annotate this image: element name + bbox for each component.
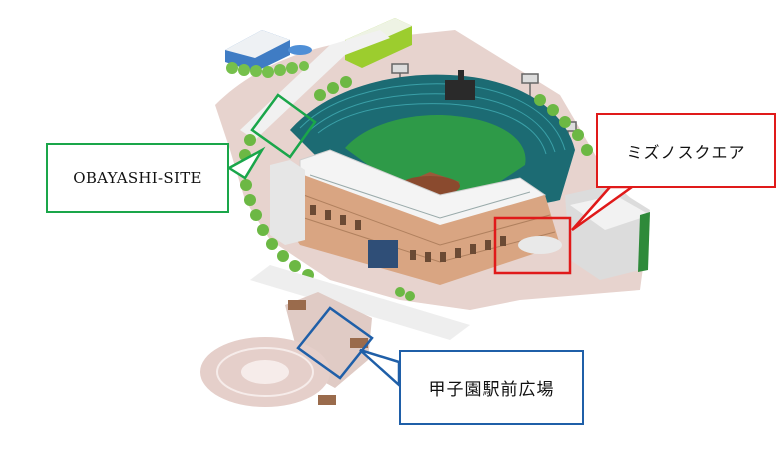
tree-row-top [226, 61, 309, 78]
obayashi-highlight [250, 93, 317, 159]
koshien-highlight [296, 306, 374, 380]
top-pond [288, 45, 312, 55]
stadium-facade [270, 170, 560, 285]
koshien-station-plaza-label: 甲子園駅前広場 [399, 350, 584, 425]
mizuno-square-label: ミズノスクエア [596, 113, 776, 188]
entrance-gate [368, 240, 398, 268]
mizuno-highlight [493, 216, 572, 275]
koshien-pointer [359, 348, 401, 388]
top-walkway [240, 30, 390, 140]
mizuno-plaza-circle [518, 236, 562, 254]
obayashi-pointer [226, 146, 266, 180]
station-entrances [288, 300, 368, 405]
obayashi-site-label: OBAYASHI-SITE [46, 143, 229, 213]
lower-road [250, 265, 470, 340]
